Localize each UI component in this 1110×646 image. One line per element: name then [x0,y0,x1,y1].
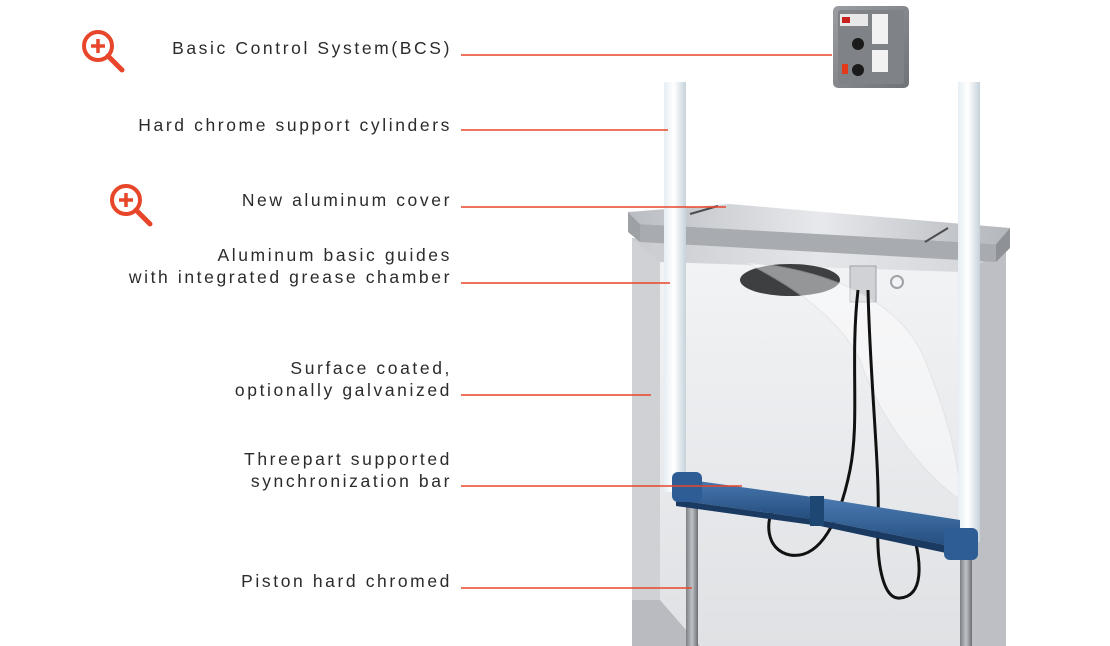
label-guides: Aluminum basic guides with integrated gr… [129,244,452,288]
label-line: Piston hard chromed [241,571,452,591]
label-line: synchronization bar [250,471,452,491]
label-line: Threepart supported [244,449,452,469]
zoom-in-icon[interactable] [106,180,156,230]
label-bcs[interactable]: Basic Control System(BCS) [172,37,452,59]
label-line: with integrated grease chamber [128,267,452,287]
label-cover[interactable]: New aluminum cover [242,189,452,211]
label-cylinders: Hard chrome support cylinders [138,114,452,136]
label-line: Hard chrome support cylinders [138,115,452,135]
label-line: optionally galvanized [234,380,452,400]
label-line: Basic Control System(BCS) [172,38,452,58]
zoom-in-icon[interactable] [78,26,128,76]
label-line: Surface coated, [290,358,452,378]
label-line: New aluminum cover [241,190,452,210]
label-line: Aluminum basic guides [217,245,452,265]
label-bar: Threepart supported synchronization bar [244,448,452,492]
label-surface: Surface coated, optionally galvanized [235,357,452,401]
label-piston: Piston hard chromed [241,570,452,592]
